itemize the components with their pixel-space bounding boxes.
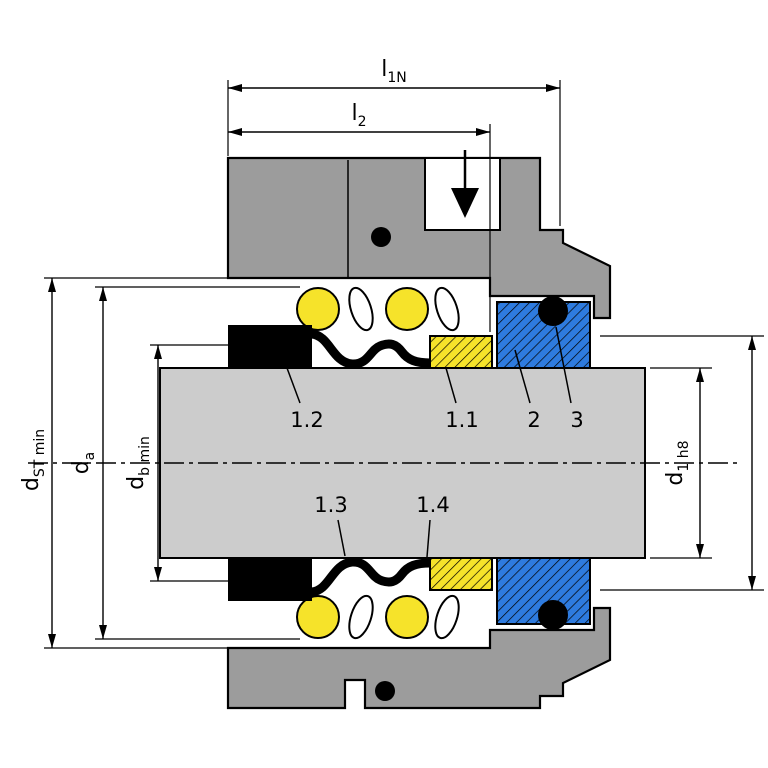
- part-callouts: 1.2 1.1 2 3 1.3 1.4: [286, 326, 584, 558]
- lower-housing-body: [226, 606, 612, 710]
- seat-oring-lower: [538, 600, 568, 630]
- lower-seal-components: [228, 557, 591, 640]
- dim-label-d1-h8: d1 h8: [663, 440, 692, 485]
- leader-1-1: [445, 367, 457, 404]
- seal-face-ring-lower: [429, 557, 493, 591]
- leader-1-2: [286, 367, 301, 404]
- spring-coil: [385, 595, 429, 639]
- arrowhead-icon: [48, 278, 56, 292]
- flush-arrow-head-icon: [451, 188, 479, 218]
- dim-db-min: db min: [124, 344, 235, 582]
- housing-oring-lower: [375, 681, 395, 701]
- arrowhead-icon: [696, 544, 704, 558]
- spring-coil-section: [434, 594, 460, 640]
- dimensions: l1N l2 dST min: [19, 57, 764, 649]
- housing: [226, 150, 612, 710]
- leader-1-3: [337, 519, 346, 557]
- arrowhead-icon: [476, 128, 490, 136]
- dim-label-dst-min: dST min: [19, 429, 48, 491]
- leader-2: [514, 349, 531, 404]
- bellows-tail-upper: [307, 329, 435, 369]
- seat-oring-upper: [538, 296, 568, 326]
- part-label-1-2: 1.2: [290, 408, 323, 432]
- spring-coil: [296, 287, 340, 331]
- dim-label-l2: l2: [351, 101, 366, 130]
- arrowhead-icon: [99, 625, 107, 639]
- spring-coil-section: [348, 594, 374, 640]
- arrowhead-icon: [154, 345, 162, 359]
- spring-coil: [296, 595, 340, 639]
- arrowhead-icon: [154, 567, 162, 581]
- dim-label-da: da: [69, 452, 98, 475]
- leader-1-4: [426, 519, 431, 558]
- arrowhead-icon: [228, 84, 242, 92]
- housing-oring-upper: [371, 227, 391, 247]
- leader-3: [555, 326, 572, 404]
- dim-dst-min: dST min: [19, 277, 235, 649]
- part-label-1-4: 1.4: [416, 493, 449, 517]
- dim-label-db-min: db min: [124, 436, 153, 490]
- bellows-tail-lower: [307, 557, 435, 597]
- part-label-3: 3: [570, 408, 583, 432]
- seal-face-ring-upper: [429, 335, 493, 369]
- arrowhead-icon: [748, 576, 756, 590]
- spring-coil-section: [434, 286, 460, 332]
- dim-l2: l2: [228, 101, 491, 332]
- dim-l1n: l1N: [227, 57, 561, 226]
- spring-coil-section: [348, 286, 374, 332]
- dim-right-outer: [600, 335, 764, 591]
- arrowhead-icon: [48, 634, 56, 648]
- part-label-2: 2: [527, 408, 540, 432]
- elastomer-bellows-upper: [228, 325, 312, 368]
- arrowhead-icon: [696, 368, 704, 382]
- arrowhead-icon: [546, 84, 560, 92]
- spring-coil: [385, 287, 429, 331]
- part-label-1-1: 1.1: [445, 408, 478, 432]
- dim-label-l1n: l1N: [381, 57, 407, 86]
- elastomer-bellows-lower: [228, 558, 312, 601]
- part-label-1-3: 1.3: [314, 493, 347, 517]
- upper-seal-components: [228, 286, 591, 369]
- arrowhead-icon: [99, 287, 107, 301]
- arrowhead-icon: [748, 336, 756, 350]
- arrowhead-icon: [228, 128, 242, 136]
- dim-d1-h8: d1 h8: [650, 367, 712, 559]
- dim-da: da: [69, 286, 300, 640]
